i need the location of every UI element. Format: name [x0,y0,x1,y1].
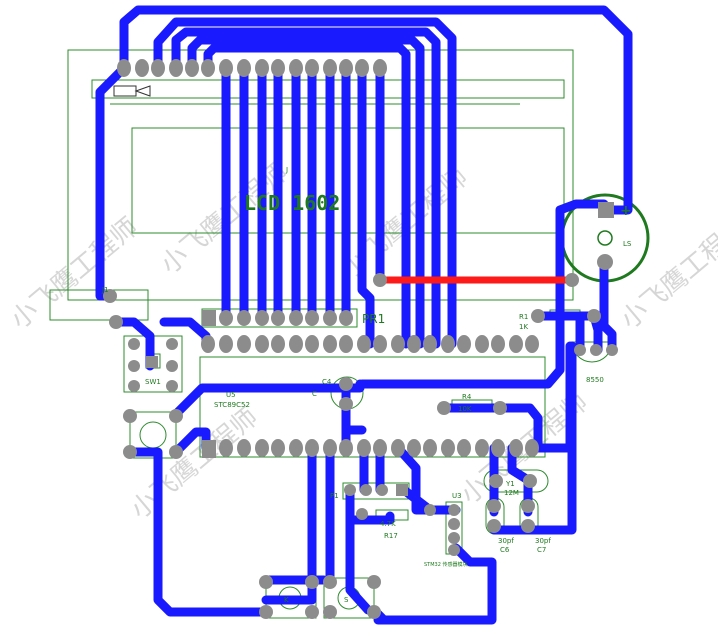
u5-label: U5 [226,391,236,399]
sw1-label: SW1 [145,378,161,386]
u3-part: STM32 传感器模块 [424,561,468,568]
c7-label: C7 [537,546,546,554]
u5-outline [199,356,546,458]
y1-value: 12M [504,489,519,497]
u5-part: STC89C52 [214,401,250,409]
pr1-pads [202,310,353,326]
r17-label: R17 [384,532,398,540]
p1-label: P1 [330,492,339,500]
r4-label: R4 [462,393,472,401]
r1-label: R1 [519,313,528,321]
c7-value: 30pf [535,537,551,545]
misc-pads [103,202,618,619]
r1-value: 1K [519,323,528,331]
y1-label: Y1 [505,480,515,488]
key-1-outline [129,411,177,459]
u5-bottom-row-pads [202,439,539,458]
watermark-1: 小飞鹰工程师 [5,212,144,335]
j1-label: J1 [101,286,109,294]
lcd-header-pads [117,59,387,77]
lcd-ref: J [285,166,288,174]
c4-label: C4 [322,378,332,386]
pr1-label: PR1 [362,312,385,326]
u5-top-row-pads [201,335,539,353]
c6-label: C6 [500,546,510,554]
r4-value: 10K [458,405,472,413]
c4-value: C [312,390,317,398]
r17-value: 4.7K [380,520,396,528]
watermark-5: 小飞鹰工程师 [125,402,264,525]
lcd-outline [67,49,574,301]
lcd-title: LCD 1602 [244,191,340,215]
silkscreen-text: LCD 1602 J PR1 U5 STC89C52 J1 SW1 C4 C R… [101,166,632,604]
buzzer-ref: LS [623,240,632,248]
u3-label: U3 [452,492,462,500]
buzzer-pos: + [620,203,632,219]
q-part: 8550 [586,376,604,384]
c6-value: 30pf [498,537,514,545]
copper-traces [95,5,633,625]
key-2-label: K [284,596,289,604]
key-3-label: S [344,596,349,604]
